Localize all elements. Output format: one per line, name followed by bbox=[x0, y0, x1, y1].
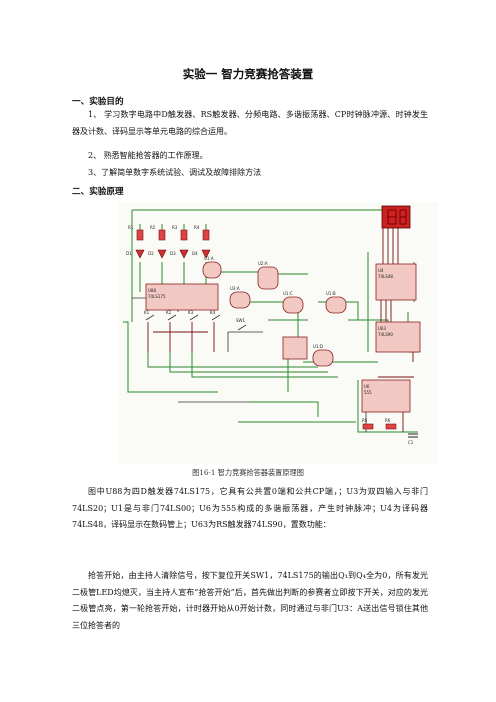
label-r2: R2 bbox=[150, 225, 156, 230]
resistor-symbol bbox=[362, 423, 374, 430]
label-u2a: U2:A bbox=[258, 261, 268, 266]
chip-u63 bbox=[375, 321, 421, 353]
label-u63: U63 bbox=[378, 326, 386, 331]
label-u3a: U3:A bbox=[230, 286, 240, 291]
gate-u3a bbox=[229, 291, 251, 309]
gate-u1a bbox=[202, 261, 222, 279]
led-icon bbox=[179, 249, 189, 259]
led-icon bbox=[157, 249, 167, 259]
label-r5: R5 bbox=[362, 418, 368, 423]
led-icon bbox=[135, 249, 145, 259]
capacitor-symbol bbox=[408, 433, 418, 438]
circuit-schematic: R1 R2 R3 R4 D1 D2 D3 D4 U1:A U88 74LS175… bbox=[123, 205, 421, 445]
label-d3: D3 bbox=[170, 251, 176, 256]
label-74ls48: 74LS48 bbox=[378, 274, 393, 279]
circuit-schematic-figure: R1 R2 R3 R4 D1 D2 D3 D4 U1:A U88 74LS175… bbox=[118, 202, 438, 464]
section-heading-principle: 二、实验原理 bbox=[72, 187, 124, 197]
resistor-symbol bbox=[180, 229, 188, 241]
label-u88: U88 bbox=[148, 288, 156, 293]
resistor-symbol bbox=[136, 229, 144, 241]
section-heading-objectives: 一、实验目的 bbox=[72, 97, 124, 107]
label-u4: U4 bbox=[378, 268, 384, 273]
label-r1: R1 bbox=[128, 225, 134, 230]
principle-paragraph-1: 图中U88为四D触发器74LS175，它具有公共置0端和公共CP端，；U3为双四… bbox=[72, 487, 428, 529]
label-c1: C1 bbox=[408, 440, 414, 445]
label-u6: U6 bbox=[364, 384, 370, 389]
gate-u1b bbox=[325, 296, 347, 314]
label-r3: R3 bbox=[172, 225, 178, 230]
objective-item-1: 1、 学习数字电路中D触发器、RS触发器、分频电路、多谐振荡器、CP时钟脉冲源、… bbox=[72, 110, 428, 136]
chip-u4 bbox=[375, 263, 417, 301]
label-k4: K4 bbox=[210, 310, 216, 315]
chip-u88 bbox=[145, 283, 219, 311]
gate-u1c bbox=[282, 296, 304, 314]
gate-u1d bbox=[312, 349, 334, 367]
label-r6: R6 bbox=[385, 418, 391, 423]
label-k1: K1 bbox=[144, 310, 150, 315]
label-74ls90: 74LS90 bbox=[378, 332, 393, 337]
figure-caption: 图16-1 智力竞赛抢答器装置原理图 bbox=[192, 468, 304, 477]
label-u1d: U1:D bbox=[313, 344, 323, 349]
label-sw1: SW1 bbox=[236, 318, 245, 323]
label-555: 555 bbox=[364, 390, 372, 395]
objective-item-2: 2、 熟悉智能抢答器的工作原理。 bbox=[88, 151, 208, 160]
pushbutton-switch bbox=[145, 314, 221, 321]
label-k2: K2 bbox=[166, 310, 172, 315]
resistor-symbol bbox=[385, 423, 397, 430]
label-u1c: U1:C bbox=[283, 291, 293, 296]
page-title: 实验一 智力竞赛抢答装置 bbox=[182, 67, 314, 81]
label-u1b: U1:B bbox=[326, 291, 336, 296]
label-d1: D1 bbox=[126, 251, 132, 256]
label-d2: D2 bbox=[148, 251, 154, 256]
reset-switch-sw1 bbox=[237, 324, 247, 331]
principle-paragraph-2: 抢答开始，由主持人清除信号，按下复位开关SW1，74LS175的输出Q₁到Q₄全… bbox=[72, 571, 428, 630]
resistor-symbol bbox=[202, 229, 210, 241]
label-k3: K3 bbox=[188, 310, 194, 315]
objective-item-3: 3、了解简单数字系统试验、调试及故障排除方法 bbox=[88, 168, 262, 177]
chip-u6 bbox=[361, 379, 411, 413]
chip-flipflop bbox=[282, 336, 308, 360]
gate-u2a bbox=[257, 266, 279, 290]
label-r4: R4 bbox=[194, 225, 200, 230]
led-icon bbox=[201, 249, 211, 259]
label-74ls175: 74LS175 bbox=[148, 294, 166, 299]
resistor-symbol bbox=[158, 229, 166, 241]
label-d4: D4 bbox=[192, 251, 198, 256]
label-u1a: U1:A bbox=[204, 256, 214, 261]
